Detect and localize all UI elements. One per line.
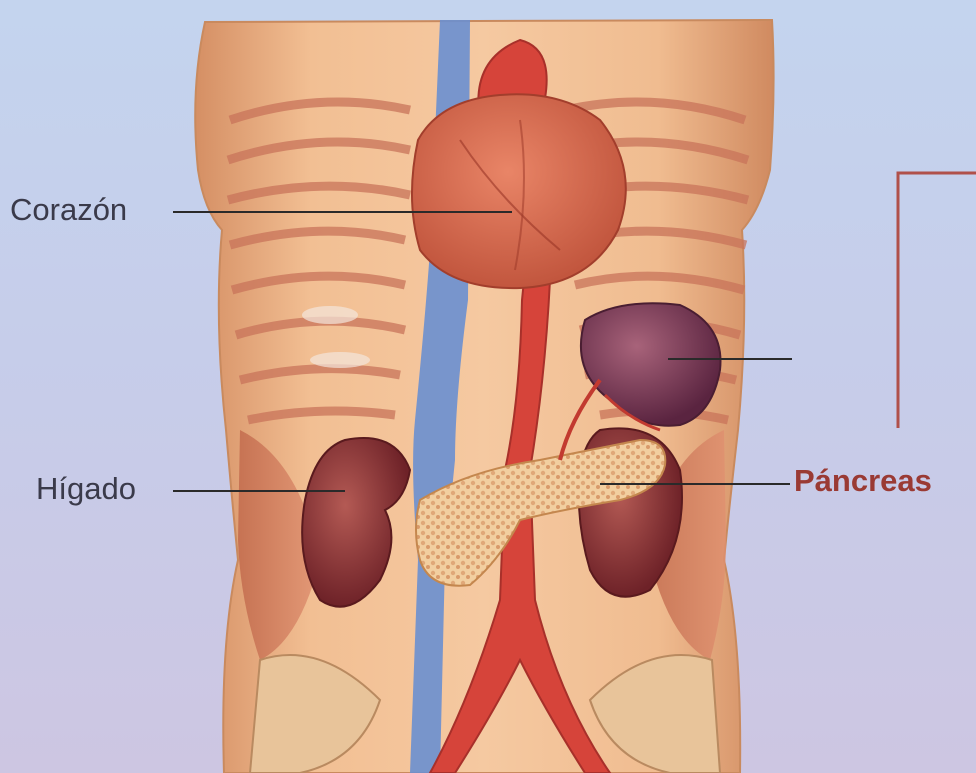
label-pancreas: Páncreas [794,463,932,499]
highlight-bracket [898,173,976,428]
label-heart: Corazón [10,192,127,228]
heart [412,94,626,288]
label-liver: Hígado [36,471,136,507]
